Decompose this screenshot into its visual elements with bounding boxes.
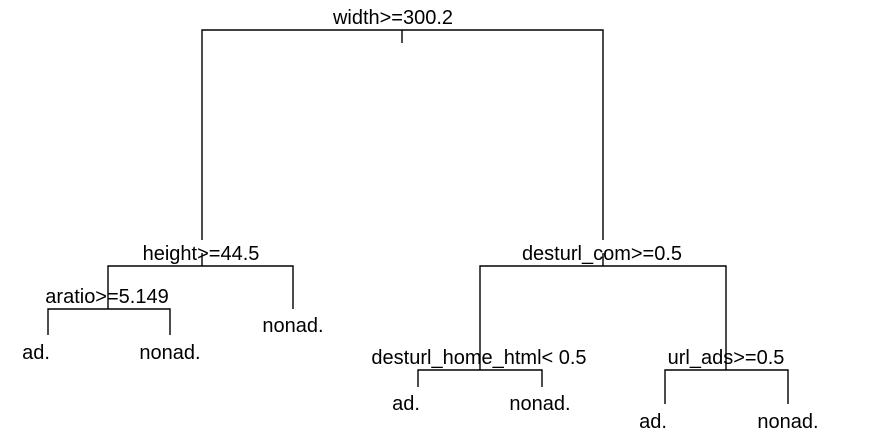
desturl-home-html-split-label: desturl_home_html< 0.5: [371, 347, 586, 369]
leaf-nonad-1: nonad.: [139, 342, 200, 364]
aratio-branch: [47, 308, 171, 335]
aratio-split-label: aratio>=5.149: [45, 286, 168, 308]
desturl-com-branch: [479, 265, 727, 370]
desturl-home-branch: [417, 369, 543, 387]
url-ads-split-label: url_ads>=0.5: [668, 347, 785, 369]
leaf-nonad-3: nonad.: [509, 393, 570, 415]
leaf-ad-2: ad.: [392, 393, 420, 415]
root-split-label: width>=300.2: [332, 7, 453, 29]
height-split-label: height>=44.5: [143, 243, 260, 265]
leaf-ad-3: ad.: [639, 411, 667, 433]
desturl-com-split-label: desturl_com>=0.5: [522, 243, 682, 265]
height-branch: [107, 265, 294, 309]
url-ads-branch: [664, 369, 789, 404]
leaf-nonad-2: nonad.: [262, 315, 323, 337]
leaf-ad-1: ad.: [22, 342, 50, 364]
root-branch: [201, 29, 604, 240]
tree-edges: [47, 29, 789, 404]
leaf-nonad-4: nonad.: [757, 411, 818, 433]
